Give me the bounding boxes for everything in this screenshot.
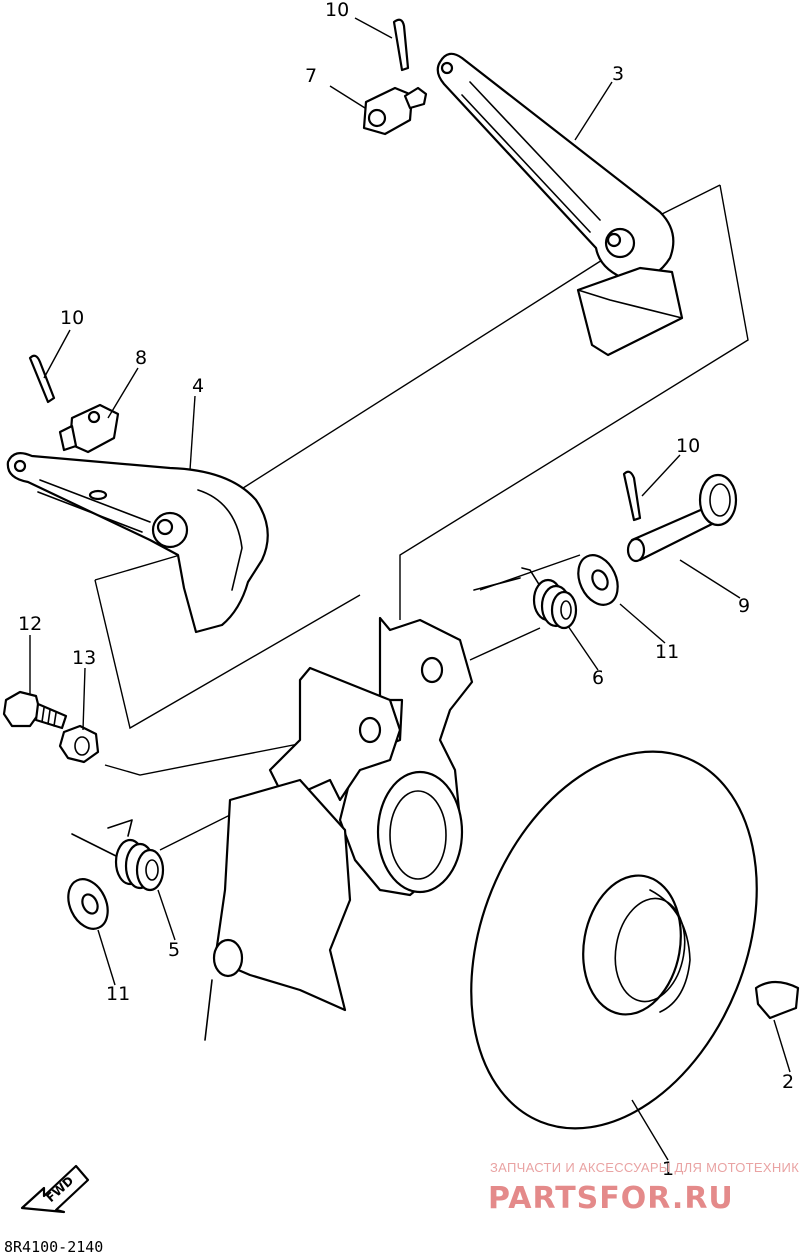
callout-11-left: 11 [106, 983, 130, 1005]
callout-5: 5 [168, 939, 180, 961]
watermark-tagline: ЗАПЧАСТИ И АКСЕССУАРЫ ДЛЯ МОТОТЕХНИКИ [490, 1160, 800, 1175]
callout-6: 6 [592, 667, 604, 689]
callout-10-left: 10 [60, 307, 84, 329]
callout-4: 4 [192, 375, 204, 397]
part-5-spring-left [71, 819, 165, 892]
callout-10-top: 10 [325, 0, 349, 21]
callout-2: 2 [782, 1071, 794, 1093]
part-7-pin-upper [362, 86, 428, 136]
assembly-guide-lines [94, 184, 749, 851]
part-13-nut [58, 724, 100, 764]
part-8-pin-lower [58, 403, 120, 454]
callout-8: 8 [135, 347, 147, 369]
callout-9: 9 [738, 595, 750, 617]
callout-12: 12 [18, 613, 42, 635]
callout-10-right: 10 [676, 435, 700, 457]
part-10-cotter-pin-left [28, 354, 56, 404]
part-10-cotter-pin-right [622, 470, 642, 522]
fwd-arrow-icon: FWD [20, 1164, 90, 1214]
part-4-brake-arm-lower [6, 451, 269, 634]
callout-labels: 3 7 10 4 8 10 10 9 11 6 12 13 5 11 2 1 [18, 0, 794, 1180]
watermark: ЗАПЧАСТИ И АКСЕССУАРЫ ДЛЯ МОТОТЕХНИКИ PA… [488, 1160, 800, 1216]
part-11-washer-right [577, 554, 619, 606]
part-6-spring-right [473, 567, 578, 630]
part-2-key [754, 980, 800, 1020]
part-9-pivot-pin [626, 473, 738, 563]
housing-bracket [204, 616, 474, 1041]
callout-3: 3 [612, 63, 624, 85]
part-3-brake-arm-upper [436, 52, 684, 357]
callout-1: 1 [662, 1158, 674, 1180]
callout-leader-lines [29, 17, 791, 1161]
watermark-brand: PARTSFOR.RU [488, 1181, 734, 1216]
part-1-brake-disc [470, 750, 758, 1130]
part-11-washer-left [67, 878, 109, 930]
part-12-bolt [2, 690, 68, 730]
part-10-cotter-pin-top [392, 18, 410, 72]
callout-11-right: 11 [655, 641, 679, 663]
callout-13: 13 [72, 647, 96, 669]
diagram-code: 8R4100-2140 [4, 1238, 103, 1256]
callout-7: 7 [305, 65, 317, 87]
